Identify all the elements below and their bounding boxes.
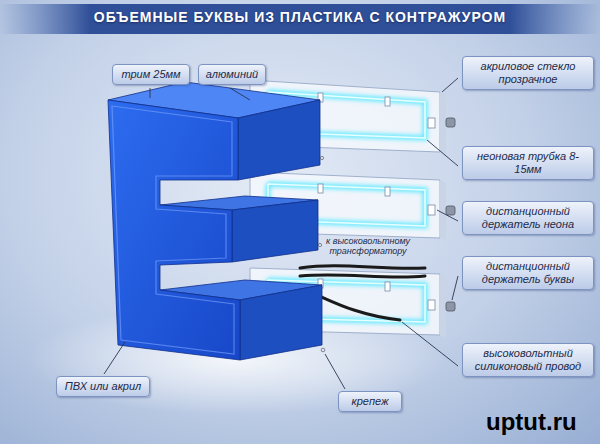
- callout-text: высоковольтный силиконовый провод: [463, 347, 593, 373]
- callout-box: дистанционный держатель буквы: [462, 256, 594, 290]
- title: ОБЪЕМНЫЕ БУКВЫ ИЗ ПЛАСТИКА С КОНТРАЖУРОМ: [0, 9, 600, 25]
- callout-box: неоновая трубка 8-15мм: [462, 146, 594, 180]
- callout-text: крепеж: [347, 395, 392, 408]
- callout-text: алюминий: [202, 68, 262, 81]
- letter-e: [108, 82, 322, 360]
- callout-text: акриловое стекло прозрачное: [463, 60, 593, 86]
- callout-box: алюминий: [198, 64, 266, 85]
- callout-text: дистанционный держатель неона: [463, 205, 593, 231]
- callout-text: ПВХ или акрил: [61, 380, 146, 393]
- title-band: [0, 4, 600, 34]
- callout-box: дистанционный держатель неона: [462, 201, 594, 235]
- callout-box: высоковольтный силиконовый провод: [462, 343, 594, 377]
- callout-box: трим 25мм: [112, 64, 190, 85]
- wire-note: к высоковольтному трансформатору: [316, 236, 420, 257]
- callout-text: неоновая трубка 8-15мм: [463, 150, 593, 176]
- leader-lines: [104, 78, 458, 389]
- callout-text: трим 25мм: [117, 68, 184, 81]
- callout-box: ПВХ или акрил: [56, 376, 150, 397]
- callout-box: акриловое стекло прозрачное: [462, 56, 594, 90]
- watermark: uptut.ru: [486, 408, 596, 436]
- callout-text: дистанционный держатель буквы: [463, 260, 593, 286]
- screws: [318, 156, 324, 351]
- callout-box: крепеж: [338, 391, 402, 412]
- standoff-bolts: [446, 118, 455, 311]
